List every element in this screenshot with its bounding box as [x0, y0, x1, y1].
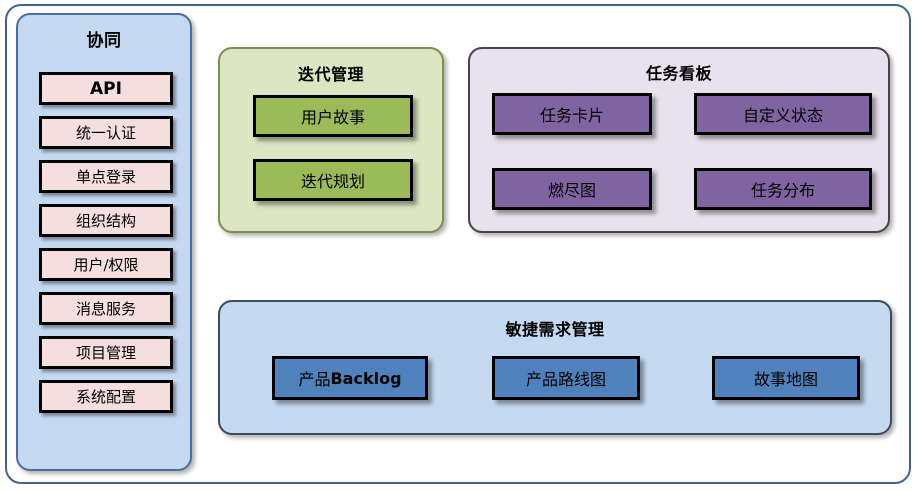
- agile-item-product-backlog-prefix: 产品: [298, 370, 331, 389]
- task-board-panel: 任务看板 任务卡片 自定义状态 燃尽图 任务分布: [468, 47, 890, 233]
- agile-requirement-title: 敏捷需求管理: [505, 320, 605, 339]
- sidebar-title: 协同: [86, 31, 122, 51]
- taskboard-item-burndown-chart[interactable]: 燃尽图: [492, 168, 652, 210]
- sidebar-item-unified-auth[interactable]: 统一认证: [39, 116, 173, 149]
- sidebar-panel: 协同 API 统一认证 单点登录 组织结构 用户/权限 消息服务 项目管理 系统…: [16, 13, 192, 471]
- task-board-title: 任务看板: [645, 64, 712, 83]
- agile-item-product-backlog-suffix: Backlog: [330, 368, 402, 388]
- agile-item-product-roadmap[interactable]: 产品路线图: [492, 356, 640, 400]
- taskboard-item-task-distribution[interactable]: 任务分布: [694, 168, 872, 210]
- iteration-management-title: 迭代管理: [297, 65, 364, 84]
- outer-frame-border: [5, 4, 911, 484]
- sidebar-item-api[interactable]: API: [39, 72, 173, 105]
- iteration-item-iteration-planning[interactable]: 迭代规划: [253, 159, 413, 201]
- sidebar-item-project-management[interactable]: 项目管理: [39, 336, 173, 369]
- sidebar-item-user-permission[interactable]: 用户/权限: [39, 248, 173, 281]
- taskboard-item-task-card[interactable]: 任务卡片: [492, 93, 652, 135]
- agile-item-story-map[interactable]: 故事地图: [712, 356, 860, 400]
- taskboard-item-custom-status[interactable]: 自定义状态: [694, 93, 872, 135]
- sidebar-item-system-config[interactable]: 系统配置: [39, 380, 173, 413]
- iteration-item-user-story[interactable]: 用户故事: [253, 95, 413, 137]
- iteration-management-panel: 迭代管理 用户故事 迭代规划: [218, 47, 444, 233]
- sidebar-item-sso[interactable]: 单点登录: [39, 160, 173, 193]
- sidebar-item-org-structure[interactable]: 组织结构: [39, 204, 173, 237]
- sidebar-item-message-service[interactable]: 消息服务: [39, 292, 173, 325]
